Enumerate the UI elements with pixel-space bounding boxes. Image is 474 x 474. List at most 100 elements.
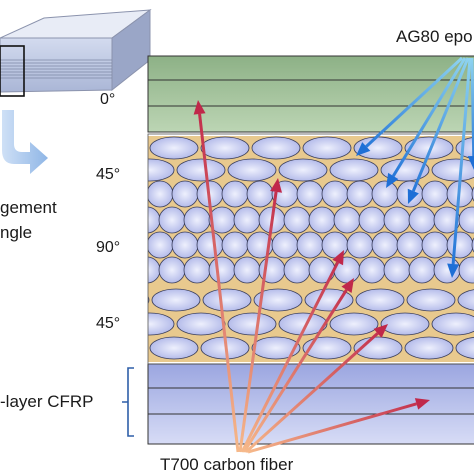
fiber-ellipse: [251, 136, 301, 160]
layer-bracket: [122, 367, 134, 437]
fiber-ellipse: [151, 288, 201, 312]
fiber-arrow-head: [270, 178, 283, 193]
fiber-ellipse: [371, 180, 399, 208]
layer-label: -layer CFRP: [0, 392, 94, 411]
fiber-ellipse: [458, 256, 474, 284]
fiber-ellipse: [183, 256, 211, 284]
epoxy-label: AG80 epo: [396, 27, 473, 46]
fiber-ellipse: [148, 241, 149, 249]
epoxy-arrow-head: [467, 155, 474, 170]
fiber-ellipse: [406, 288, 456, 312]
fiber-ellipse: [251, 336, 301, 360]
fiber-ellipse: [383, 206, 411, 234]
fiber-ellipse: [253, 288, 303, 312]
fiber-ellipse: [221, 180, 249, 208]
fiber-ellipse: [455, 336, 474, 360]
fiber-ellipse: [446, 231, 474, 259]
fiber-ellipse: [99, 137, 147, 159]
zoom-selection-box: [0, 45, 25, 97]
fiber-ellipse: [148, 190, 149, 198]
laminate-block-illustration: [0, 9, 152, 97]
fiber-ellipse: [302, 136, 352, 160]
fiber-ellipse: [421, 180, 449, 208]
fiber-ellipse: [148, 312, 175, 336]
fiber-ellipse: [148, 231, 174, 259]
fiber-arrow-head: [341, 278, 354, 294]
fiber-ellipse: [321, 180, 349, 208]
angle-label-45-bottom: 45°: [96, 315, 120, 332]
fiber-ellipse: [404, 136, 454, 160]
epoxy-arrow: [451, 57, 472, 265]
fiber-ellipse: [383, 256, 411, 284]
fiber-ellipse: [200, 136, 250, 160]
fiber-ellipse: [308, 256, 336, 284]
fiber-ellipse: [296, 180, 324, 208]
fiber-arrow-head: [193, 100, 206, 115]
ply-0-degree-lines: [147, 55, 474, 133]
fiber-arrow: [238, 191, 278, 453]
ply-cross-section-panel: [99, 136, 474, 362]
fiber-ellipse: [458, 206, 474, 234]
fiber-ellipse: [333, 206, 361, 234]
fiber-ellipse: [183, 206, 211, 234]
epoxy-arrow-head: [447, 263, 460, 278]
fiber-ellipse: [308, 206, 336, 234]
fiber-arrow-head: [373, 324, 388, 338]
fiber-cross-sections: [99, 136, 474, 360]
fiber-ellipse: [171, 231, 199, 259]
fiber-ellipse: [158, 256, 186, 284]
fiber-arrow: [198, 113, 240, 453]
fiber-ellipse: [148, 256, 161, 284]
fiber-ellipse: [278, 158, 328, 182]
fiber-arrow: [244, 332, 379, 454]
fiber-ellipse: [283, 206, 311, 234]
fiber-ellipse: [404, 336, 454, 360]
fiber-ellipse: [296, 231, 324, 259]
fiber-arrow: [240, 261, 340, 453]
fiber-ellipse: [278, 312, 328, 336]
epoxy-arrow: [470, 57, 474, 157]
fiber-ellipse: [176, 158, 226, 182]
fiber-ellipse: [329, 312, 379, 336]
fiber-ellipse: [176, 312, 226, 336]
arrangement-label-line2: ngle: [0, 223, 32, 242]
fiber-arrow-head: [332, 250, 344, 266]
fiber-ellipse: [208, 256, 236, 284]
fiber-ellipse: [358, 206, 386, 234]
fiber-ellipse: [149, 336, 199, 360]
angle-label-0: 0°: [100, 91, 115, 108]
epoxy-arrow-head: [386, 172, 399, 188]
fiber-ellipse: [455, 136, 474, 160]
fiber-ellipse: [346, 180, 374, 208]
zoom-bent-arrow: [2, 110, 48, 174]
fiber-ellipse: [408, 256, 436, 284]
fiber-ellipse: [158, 206, 186, 234]
bottom-ply-band: [147, 363, 474, 445]
angle-label-45-top: 45°: [96, 166, 120, 183]
epoxy-arrow: [411, 57, 470, 192]
fiber-ellipse: [148, 180, 174, 208]
fiber-ellipse: [99, 337, 147, 359]
fiber-ellipse: [171, 180, 199, 208]
fiber-ellipse: [431, 312, 474, 336]
fiber-ellipse: [148, 296, 150, 304]
fiber-ellipse: [271, 231, 299, 259]
fiber-ellipse: [355, 288, 405, 312]
fiber-ellipse: [227, 312, 277, 336]
fiber-ellipse: [233, 206, 261, 234]
epoxy-arrow: [365, 56, 464, 148]
fiber-ellipse: [421, 231, 449, 259]
epoxy-arrow: [391, 57, 467, 177]
epoxy-arrow-head: [407, 188, 419, 204]
fiber-ellipse: [233, 256, 261, 284]
fiber-ellipse: [321, 231, 349, 259]
fiber-ellipse: [283, 256, 311, 284]
fiber-ellipse: [221, 231, 249, 259]
fiber-pointer-arrows: [193, 100, 430, 454]
fiber-ellipse: [371, 231, 399, 259]
angle-label-90: 90°: [96, 239, 120, 256]
fiber-ellipse: [246, 180, 274, 208]
fiber-label: T700 carbon fiber: [160, 455, 294, 474]
fiber-arrow: [242, 289, 348, 453]
